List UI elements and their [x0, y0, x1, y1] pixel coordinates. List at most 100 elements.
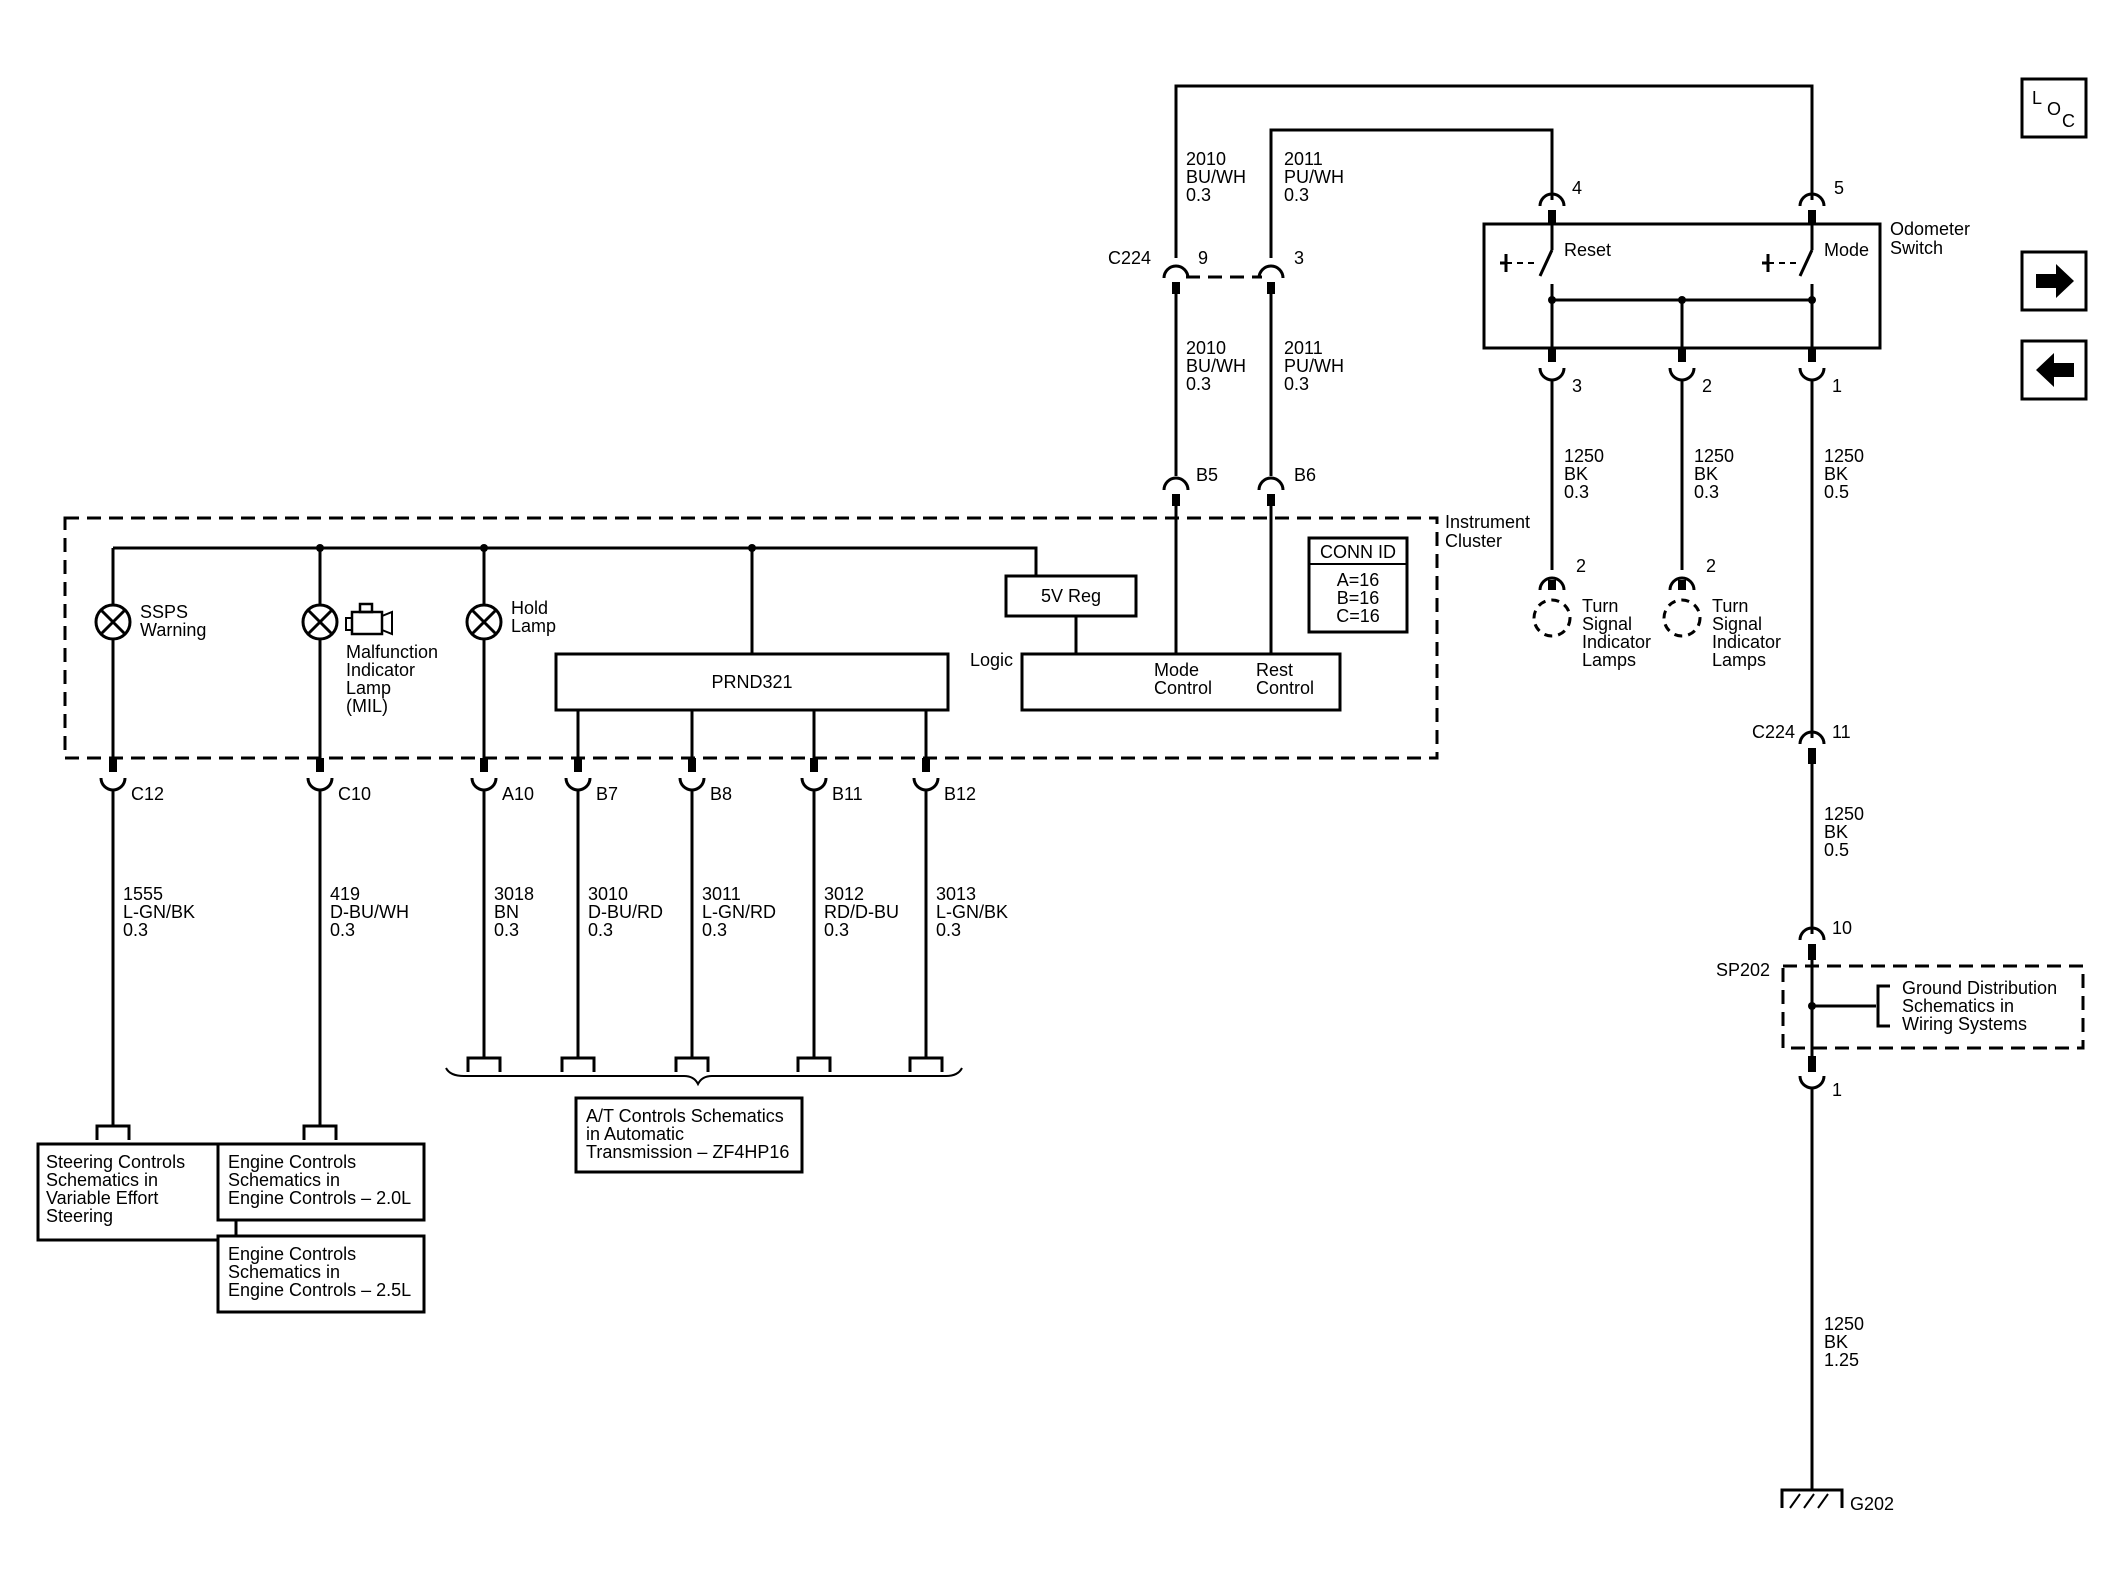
- svg-text:Control: Control: [1256, 678, 1314, 698]
- mode-control-label: Mode: [1154, 660, 1199, 680]
- svg-text:0.5: 0.5: [1824, 482, 1849, 502]
- engine-controls-2.5l-box[interactable]: Engine Controls Schematics in Engine Con…: [216, 1234, 426, 1314]
- rest-control-label: Rest: [1256, 660, 1293, 680]
- svg-text:Steering Controls: Steering Controls: [46, 1152, 185, 1172]
- wire-label-7-line-1: 3013: [936, 884, 976, 904]
- wire-label-4-line-3: 0.3: [588, 920, 613, 940]
- svg-text:Malfunction: Malfunction: [346, 642, 438, 662]
- svg-text:2011: 2011: [1284, 149, 1323, 169]
- top-wiring: [1174, 84, 1814, 666]
- svg-text:0.5: 0.5: [1824, 840, 1849, 860]
- previous-page-button[interactable]: [2020, 339, 2088, 401]
- pin-10: 10: [1832, 918, 1852, 938]
- wire-label-4-line-2: D-BU/RD: [588, 902, 663, 922]
- ground-distribution-label: Ground Distribution Schematics in Wiring…: [1902, 978, 2057, 1034]
- svg-text:Schematics in: Schematics in: [228, 1170, 340, 1190]
- svg-text:0.3: 0.3: [1284, 185, 1309, 205]
- svg-text:Indicator: Indicator: [1582, 632, 1651, 652]
- svg-text:Lamp: Lamp: [511, 616, 556, 636]
- svg-text:2010: 2010: [1186, 338, 1226, 358]
- pin-label-3: A10: [502, 784, 534, 804]
- conn-id-box: CONN ID A=16 B=16 C=16: [1307, 536, 1409, 634]
- odometer-pin-1: 1: [1832, 376, 1842, 396]
- lamp-b-pin: 2: [1706, 556, 1716, 576]
- turn-lamp-wiring: 1250 BK 0.3 1250 BK 0.3 2 2 Turn Signal …: [1532, 380, 1781, 670]
- svg-text:C=16: C=16: [1336, 606, 1380, 626]
- svg-text:Hold: Hold: [511, 598, 548, 618]
- wire-label-6-line-2: RD/D-BU: [824, 902, 899, 922]
- svg-text:BK: BK: [1564, 464, 1588, 484]
- wire-label-3-line-3: 0.3: [494, 920, 519, 940]
- odometer-pin-3: 3: [1572, 376, 1582, 396]
- ssps-warning-lamp-icon: [94, 603, 132, 641]
- svg-text:Transmission – ZF4HP16: Transmission – ZF4HP16: [586, 1142, 789, 1162]
- wire-label-1-line-2: L-GN/BK: [123, 902, 195, 922]
- svg-text:1250: 1250: [1824, 804, 1864, 824]
- at-controls-box[interactable]: A/T Controls Schematics in Automatic Tra…: [574, 1096, 804, 1174]
- svg-text:A=16: A=16: [1337, 570, 1380, 590]
- loc-letter-c: C: [2062, 111, 2075, 131]
- svg-text:Turn: Turn: [1712, 596, 1748, 616]
- wire-label-7-line-2: L-GN/BK: [936, 902, 1008, 922]
- wire-label-2-line-3: 0.3: [330, 920, 355, 940]
- svg-text:Lamps: Lamps: [1712, 650, 1766, 670]
- svg-text:Turn: Turn: [1582, 596, 1618, 616]
- next-page-button[interactable]: [2020, 250, 2088, 312]
- svg-text:Cluster: Cluster: [1445, 531, 1502, 551]
- reset-label: Reset: [1564, 240, 1611, 260]
- wire-2010-lower-label: 2010 BU/WH 0.3: [1186, 338, 1246, 394]
- steering-controls-box[interactable]: Steering Controls Schematics in Variable…: [36, 1142, 238, 1242]
- hold-lamp-label: Hold Lamp: [511, 598, 556, 636]
- loc-letter-o: O: [2047, 99, 2061, 119]
- svg-text:A/T Controls Schematics: A/T Controls Schematics: [586, 1106, 784, 1126]
- turn-signal-lamp-b-icon: [1662, 598, 1702, 638]
- svg-text:Engine Controls: Engine Controls: [228, 1152, 356, 1172]
- sp202-label: SP202: [1716, 960, 1770, 980]
- pin-label-5: B8: [710, 784, 732, 804]
- wire-label-6-line-1: 3012: [824, 884, 864, 904]
- svg-text:Lamp: Lamp: [346, 678, 391, 698]
- odometer-pin-2: 2: [1702, 376, 1712, 396]
- wire-label-7-line-3: 0.3: [936, 920, 961, 940]
- svg-text:0.3: 0.3: [1284, 374, 1309, 394]
- svg-text:Steering: Steering: [46, 1206, 113, 1226]
- svg-text:Engine Controls – 2.0L: Engine Controls – 2.0L: [228, 1188, 411, 1208]
- mil-lamp-icon: [301, 603, 339, 641]
- svg-text:Engine Controls: Engine Controls: [228, 1244, 356, 1264]
- logic-block: [1020, 652, 1342, 712]
- loc-button[interactable]: L O C: [2020, 77, 2088, 139]
- pin-label-1: C12: [131, 784, 164, 804]
- svg-text:0.3: 0.3: [1564, 482, 1589, 502]
- c224-pin-3: 3: [1294, 248, 1304, 268]
- pin-label-4: B7: [596, 784, 618, 804]
- wire-label-5-line-2: L-GN/RD: [702, 902, 776, 922]
- prnd321-label: PRND321: [711, 672, 792, 692]
- svg-text:1.25: 1.25: [1824, 1350, 1859, 1370]
- svg-text:B=16: B=16: [1337, 588, 1380, 608]
- lamp-a-pin: 2: [1576, 556, 1586, 576]
- svg-text:Switch: Switch: [1890, 238, 1943, 258]
- wire-label-3-line-1: 3018: [494, 884, 534, 904]
- cluster-top-pins: B5 B6: [1162, 465, 1316, 506]
- wire-2010-upper-label: 2010 BU/WH 0.3: [1186, 149, 1246, 205]
- svg-text:Control: Control: [1154, 678, 1212, 698]
- logic-label: Logic: [970, 650, 1013, 670]
- engine-controls-2.0l-box[interactable]: Engine Controls Schematics in Engine Con…: [216, 1142, 426, 1222]
- wire-label-3-line-2: BN: [494, 902, 519, 922]
- turn-signal-lamp-a-label: Turn Signal Indicator Lamps: [1582, 596, 1651, 670]
- svg-text:0.3: 0.3: [1186, 374, 1211, 394]
- odometer-switch-title: Odometer: [1890, 219, 1970, 239]
- instrument-cluster-title: Instrument: [1445, 512, 1530, 532]
- svg-text:Indicator: Indicator: [1712, 632, 1781, 652]
- wire-label-4-line-1: 3010: [588, 884, 628, 904]
- svg-text:2011: 2011: [1284, 338, 1323, 358]
- svg-text:Schematics in: Schematics in: [46, 1170, 158, 1190]
- instrument-cluster: Instrument Cluster SSPS Warning: [63, 512, 1530, 760]
- pin-1-lower: 1: [1832, 1080, 1842, 1100]
- c224-lower-label: C224: [1752, 722, 1795, 742]
